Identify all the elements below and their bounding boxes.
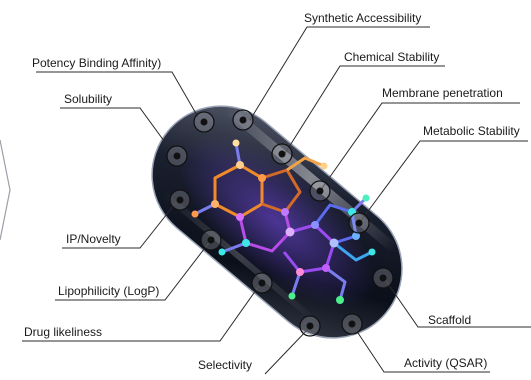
marker-chemical-stability: [272, 144, 292, 164]
leader-membrane-penetration: [320, 103, 520, 191]
label-synthetic-accessibility: Synthetic Accessibility: [304, 11, 421, 25]
leader-chemical-stability: [284, 66, 445, 155]
label-activity: Activity (QSAR): [404, 356, 487, 370]
marker-solubility: [167, 146, 187, 166]
label-membrane-penetration: Membrane penetration: [382, 86, 503, 100]
label-selectivity: Selectivity: [198, 358, 252, 372]
label-scaffold: Scaffold: [428, 313, 471, 327]
leader-potency: [36, 72, 198, 117]
capsule: [124, 78, 430, 366]
marker-ip-novelty: [170, 190, 190, 210]
label-potency: Potency Binding Affinity): [32, 56, 161, 70]
label-lipophilicity: Lipophilicity (LogP): [58, 284, 159, 298]
label-chemical-stability: Chemical Stability: [344, 50, 439, 64]
marker-scaffold: [373, 268, 393, 288]
label-metabolic-stability: Metabolic Stability: [423, 124, 520, 138]
chevron-left-icon: [0, 140, 10, 240]
marker-activity: [342, 314, 362, 334]
marker-synthetic-accessibility: [233, 110, 253, 130]
leader-synthetic-accessibility: [250, 27, 430, 120]
marker-drug-likeliness: [252, 273, 272, 293]
marker-metabolic-stability: [349, 213, 369, 233]
marker-membrane-penetration: [310, 181, 330, 201]
label-ip-novelty: IP/Novelty: [66, 232, 121, 246]
label-solubility: Solubility: [64, 92, 112, 106]
marker-potency: [194, 112, 214, 132]
marker-lipophilicity: [201, 230, 221, 250]
leader-metabolic-stability: [360, 141, 528, 222]
label-drug-likeliness: Drug likeliness: [24, 325, 102, 339]
marker-selectivity: [300, 316, 320, 336]
